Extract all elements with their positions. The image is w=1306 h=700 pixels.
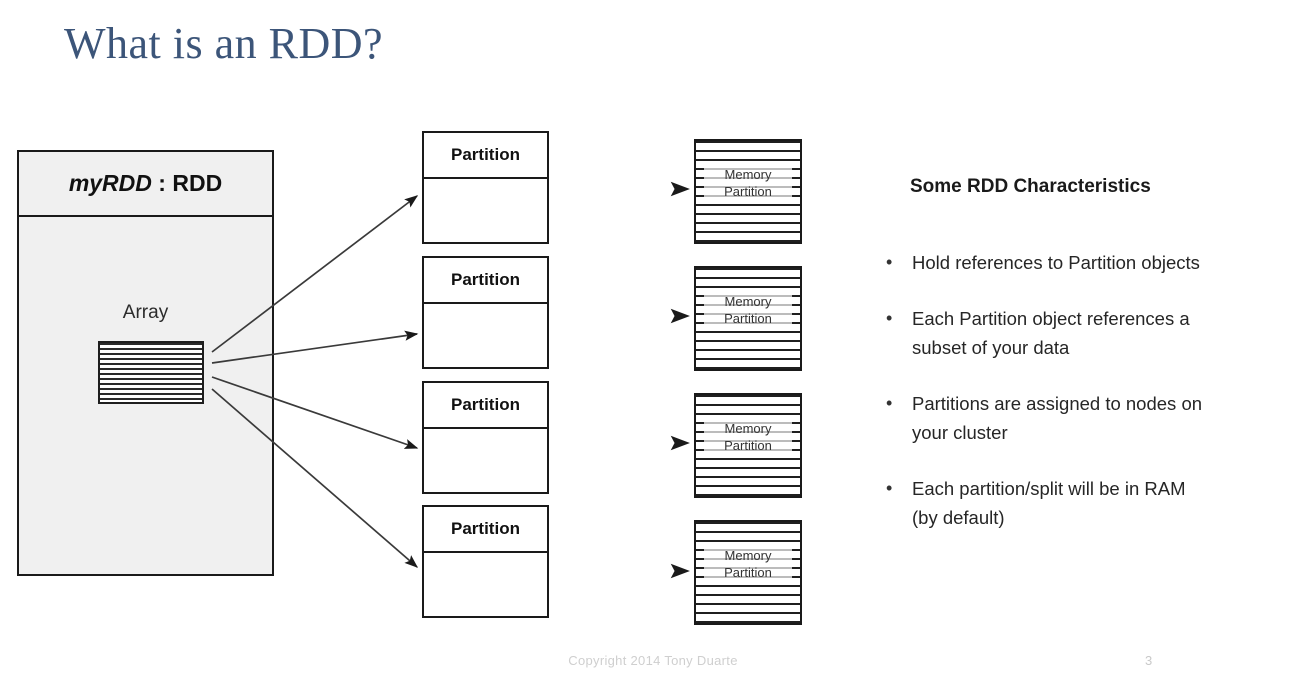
array-field-label: Array [122, 302, 169, 323]
memory-partition-label-2: Memory Partition [704, 290, 792, 330]
partition-label-3: Partition [424, 383, 547, 429]
rdd-title-separator: : [151, 170, 173, 196]
page-number: 3 [1145, 653, 1153, 668]
partition-box-1: Partition [422, 131, 549, 244]
characteristics-item-text-3: Partitions are assigned to nodes on your… [912, 393, 1203, 443]
memory-partition-line1-4: Memory [724, 548, 772, 563]
characteristics-item-4: • Each partition/split will be in RAM (b… [886, 474, 1216, 532]
page-title: What is an RDD? [64, 19, 384, 68]
memory-partition-box-4: Memory Partition [694, 520, 802, 625]
bullet-icon: • [886, 478, 893, 498]
bullet-icon: • [886, 308, 893, 328]
memory-partition-line1-1: Memory [724, 167, 772, 182]
memory-partition-label-3: Memory Partition [704, 417, 792, 457]
partition-to-memory-arrows [568, 181, 690, 579]
bullet-icon: • [886, 252, 893, 272]
memory-partition-line2-2: Partition [724, 311, 772, 326]
partition-label-4: Partition [424, 507, 547, 553]
characteristics-item-2: • Each Partition object references a sub… [886, 304, 1216, 362]
characteristics-item-1: • Hold references to Partition objects [886, 248, 1216, 277]
memory-partition-label-4: Memory Partition [704, 544, 792, 584]
partition-body-4 [424, 553, 547, 616]
memory-partition-line2-1: Partition [724, 184, 772, 199]
partition-body-3 [424, 429, 547, 492]
characteristics-item-text-1: Hold references to Partition objects [912, 252, 1200, 273]
partition-label-2: Partition [424, 258, 547, 304]
array-striped-block [98, 341, 204, 404]
memory-partition-line2-3: Partition [724, 438, 772, 453]
memory-partition-line2-4: Partition [724, 565, 772, 580]
partition-body-2 [424, 304, 547, 367]
memory-partition-box-1: Memory Partition [694, 139, 802, 244]
memory-partition-box-3: Memory Partition [694, 393, 802, 498]
partition-box-2: Partition [422, 256, 549, 369]
partition-box-4: Partition [422, 505, 549, 618]
rdd-object-header: myRDD : RDD [19, 152, 272, 217]
partition-body-1 [424, 179, 547, 242]
partition-box-3: Partition [422, 381, 549, 494]
characteristics-item-text-4: Each partition/split will be in RAM (by … [912, 478, 1186, 528]
memory-partition-label-1: Memory Partition [704, 163, 792, 203]
footer-copyright: Copyright 2014 Tony Duarte [568, 653, 738, 668]
characteristics-list: • Hold references to Partition objects •… [886, 248, 1216, 559]
memory-partition-line1-3: Memory [724, 421, 772, 436]
bullet-icon: • [886, 393, 893, 413]
characteristics-item-text-2: Each Partition object references a subse… [912, 308, 1190, 358]
partition-label-1: Partition [424, 133, 547, 179]
characteristics-item-3: • Partitions are assigned to nodes on yo… [886, 389, 1216, 447]
rdd-instance-name: myRDD [68, 170, 152, 196]
characteristics-heading: Some RDD Characteristics [910, 176, 1151, 197]
memory-partition-box-2: Memory Partition [694, 266, 802, 371]
rdd-object-title: myRDD : RDD [69, 170, 222, 197]
rdd-object-box: myRDD : RDD Array [17, 150, 274, 576]
memory-partition-line1-2: Memory [724, 294, 772, 309]
rdd-class-name: RDD [172, 170, 223, 196]
